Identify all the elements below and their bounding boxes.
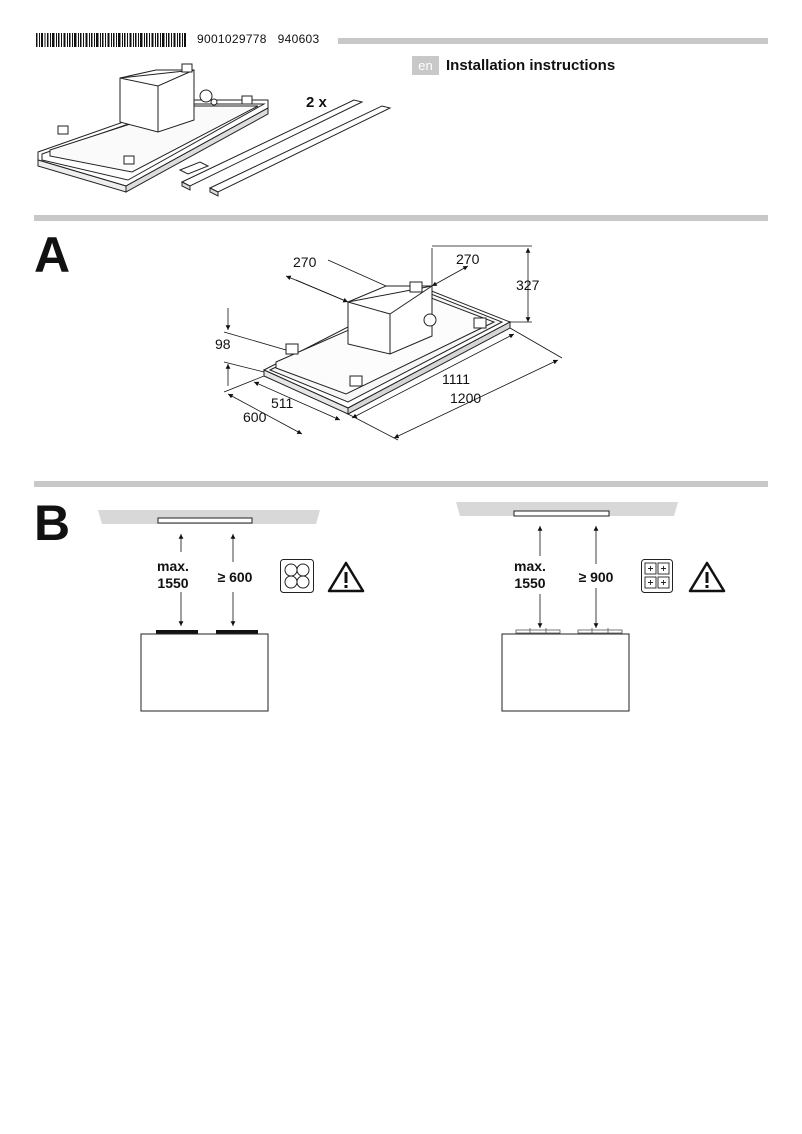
dim-inner-length: 1111	[442, 371, 471, 387]
right-max-block: max. 1550	[505, 558, 555, 592]
dim-collar-right: 270	[456, 251, 480, 267]
quantity-label: 2 x	[306, 94, 327, 111]
dim-collar-height: 327	[516, 277, 540, 293]
section-a-letter: A	[34, 227, 71, 283]
section-divider-b	[34, 481, 768, 487]
electric-hob-icon	[280, 559, 314, 593]
right-min-distance: ≥ 900	[578, 569, 614, 585]
header-rule	[338, 38, 768, 44]
language-badge: en	[412, 56, 439, 75]
electric-hob-clearance-diagram	[98, 510, 320, 712]
section-b-letter: B	[34, 495, 71, 551]
dim-length: 1200	[450, 390, 482, 406]
warning-icon	[688, 561, 726, 593]
dim-inner-depth: 511	[271, 395, 294, 411]
left-max-value: 1550	[157, 575, 189, 591]
dim-depth: 600	[243, 409, 267, 425]
date-code: 940603	[277, 32, 320, 46]
right-max-label: max.	[514, 558, 546, 574]
left-max-label: max.	[157, 558, 189, 574]
left-min-distance: ≥ 600	[217, 569, 253, 585]
dim-body-height: 98	[215, 336, 231, 352]
warning-icon	[327, 561, 365, 593]
right-max-value: 1550	[514, 575, 546, 591]
article-number-line: 9001029778 940603	[197, 32, 320, 46]
scope-of-delivery-drawing	[37, 63, 392, 197]
dim-collar-left: 270	[293, 254, 317, 270]
article-number: 9001029778	[197, 32, 267, 46]
page-title: Installation instructions	[446, 57, 616, 74]
section-divider-a	[34, 215, 768, 221]
hood-dimension-drawing	[223, 245, 563, 441]
left-max-block: max. 1550	[148, 558, 198, 592]
barcode	[36, 33, 186, 47]
gas-hob-clearance-diagram	[456, 502, 678, 712]
gas-hob-icon	[641, 559, 673, 593]
